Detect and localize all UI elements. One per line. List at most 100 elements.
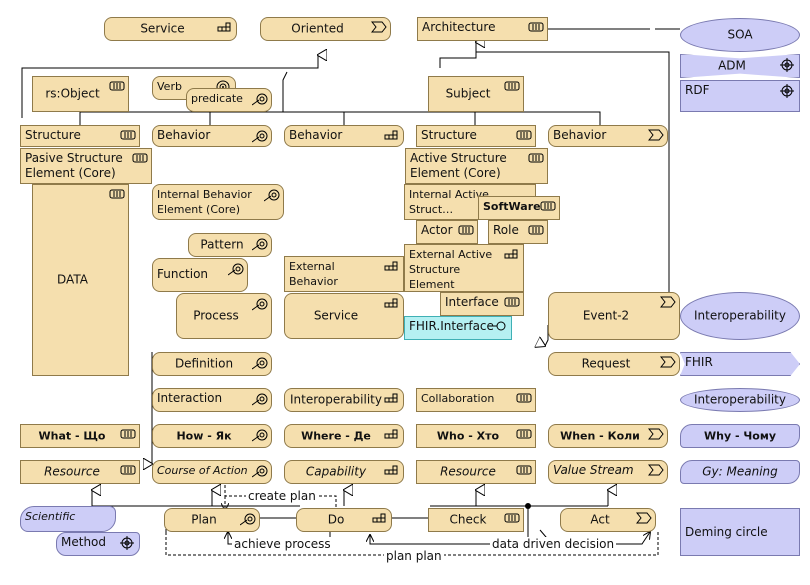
process-icon (648, 428, 664, 440)
element-label: Resource (440, 464, 496, 479)
process-icon (371, 21, 387, 33)
connector-label: plan plan (384, 549, 444, 563)
interoperability-ellipse[interactable]: Interoperability (680, 388, 800, 412)
internal-behavior-box[interactable]: Internal Behavior Element (Core) (152, 184, 284, 220)
element-label: Act (590, 512, 610, 527)
element-label: What - Що (38, 429, 106, 443)
connector-label: achieve process (232, 537, 333, 551)
element-label: Event-2 (582, 308, 630, 323)
pattern-box[interactable]: Pattern (188, 233, 272, 257)
service-icon (384, 392, 398, 404)
deming-circle-box[interactable]: Deming circle (680, 508, 800, 556)
act-box[interactable]: Act (560, 508, 656, 532)
collaboration-box[interactable]: Collaboration (416, 388, 536, 412)
passive-structure-box[interactable]: Pasive Structure Element (Core) (20, 148, 152, 184)
scientific-cloud[interactable]: Scientific (20, 506, 116, 532)
event-2-box[interactable]: Event-2 (548, 292, 680, 340)
element-label: Behavior (553, 128, 607, 142)
element-label: Method (61, 535, 107, 549)
what-box[interactable]: What - Що (20, 424, 140, 448)
service-mid-box[interactable]: Service (284, 293, 404, 339)
do-box[interactable]: Do (296, 508, 392, 532)
request-box[interactable]: Request (548, 352, 680, 376)
capability-icon (252, 428, 268, 442)
how-box[interactable]: How - Як (152, 424, 272, 448)
interface-box[interactable]: Interface (440, 292, 524, 316)
element-label: Architecture (422, 20, 496, 34)
element-label: Internal Behavior Element (Core) (157, 188, 252, 216)
element-label: Internal Active Struct… (409, 188, 489, 216)
process-icon (648, 129, 664, 141)
role-box[interactable]: Role (488, 220, 548, 244)
motivation-icon (780, 58, 794, 72)
element-label: When - Коли (560, 429, 640, 443)
gy-meaning-cloud[interactable]: Gy: Meaning (680, 460, 800, 484)
why-cloud[interactable]: Why - Чому (680, 424, 800, 448)
element-label: Where - Де (301, 429, 371, 443)
oriented-box[interactable]: Oriented (260, 17, 391, 41)
capability-icon (252, 129, 268, 143)
element-label: RDF (685, 83, 710, 97)
when-box[interactable]: When - Коли (548, 424, 668, 448)
external-active-box[interactable]: External Active Structure Element (Inter… (404, 244, 524, 292)
soa-ellipse[interactable]: SOA (680, 18, 800, 52)
service-top-box[interactable]: Service (104, 17, 237, 41)
architecture-box[interactable]: Architecture (417, 17, 548, 41)
course-of-action-box[interactable]: Course of Action (152, 460, 272, 484)
actor-box[interactable]: Actor (416, 220, 478, 244)
element-label: Pasive Structure Element (Core) (25, 151, 123, 180)
service-icon (217, 21, 231, 33)
data-box[interactable]: DATA (32, 184, 129, 376)
value-stream-box[interactable]: Value Stream (548, 460, 668, 484)
service-icon (384, 129, 398, 141)
predicate-box[interactable]: predicate (186, 88, 272, 112)
element-label: Deming circle (685, 525, 768, 539)
element-label: Request (581, 356, 631, 371)
service-icon (384, 260, 398, 272)
behavior-box[interactable]: Behavior (152, 125, 272, 147)
capability-box[interactable]: Capability (284, 460, 404, 484)
resource-box[interactable]: Resource (20, 460, 140, 484)
process-icon (648, 464, 664, 476)
behavior-box[interactable]: Behavior (548, 125, 668, 147)
capability-icon (264, 188, 280, 202)
software-box[interactable]: SoftWare (478, 196, 560, 220)
element-label: Active Structure Element (Core) (410, 151, 507, 180)
process-box[interactable]: Process (176, 293, 272, 339)
process-icon (660, 296, 676, 308)
subject-box[interactable]: Subject (428, 76, 524, 112)
component-icon (458, 224, 474, 236)
active-structure-box[interactable]: Active Structure Element (Core) (405, 148, 548, 184)
who-box[interactable]: Who - Хто (416, 424, 536, 448)
element-label: Process (193, 308, 239, 323)
structure-box[interactable]: Structure (20, 125, 140, 147)
element-label: DATA (57, 272, 88, 287)
interoperability-service-box[interactable]: Interoperability (284, 388, 404, 412)
component-icon (504, 80, 520, 92)
element-label: Structure (421, 128, 477, 142)
rs-object-box[interactable]: rs:Object (32, 76, 129, 112)
process-icon (636, 512, 652, 524)
element-label: Verb (157, 80, 182, 93)
behavior-box[interactable]: Behavior (284, 125, 404, 147)
capability-icon (228, 262, 244, 276)
function-box[interactable]: Function (152, 258, 248, 292)
interaction-box[interactable]: Interaction (152, 388, 272, 412)
rdf-box[interactable]: RDF (680, 80, 800, 112)
external-behavior-box[interactable]: External Behavior Element (284, 256, 404, 292)
fhir-box[interactable]: FHIR (680, 352, 800, 376)
check-box[interactable]: Check (428, 508, 524, 532)
fhir-interface-box[interactable]: FHIR.Interface (404, 316, 512, 340)
element-label: Behavior (289, 128, 343, 142)
plan-box[interactable]: Plan (164, 508, 260, 532)
method-box[interactable]: Method (56, 532, 140, 556)
element-label: How - Як (176, 429, 232, 443)
motivation-icon (120, 536, 134, 550)
element-label: Oriented (291, 21, 344, 36)
definition-box[interactable]: Definition (152, 352, 272, 376)
interoperability-ellipse[interactable]: Interoperability (680, 292, 800, 340)
motivation-icon (780, 84, 794, 98)
resource-box[interactable]: Resource (416, 460, 536, 484)
where-box[interactable]: Where - Де (284, 424, 404, 448)
structure-box[interactable]: Structure (416, 125, 536, 147)
